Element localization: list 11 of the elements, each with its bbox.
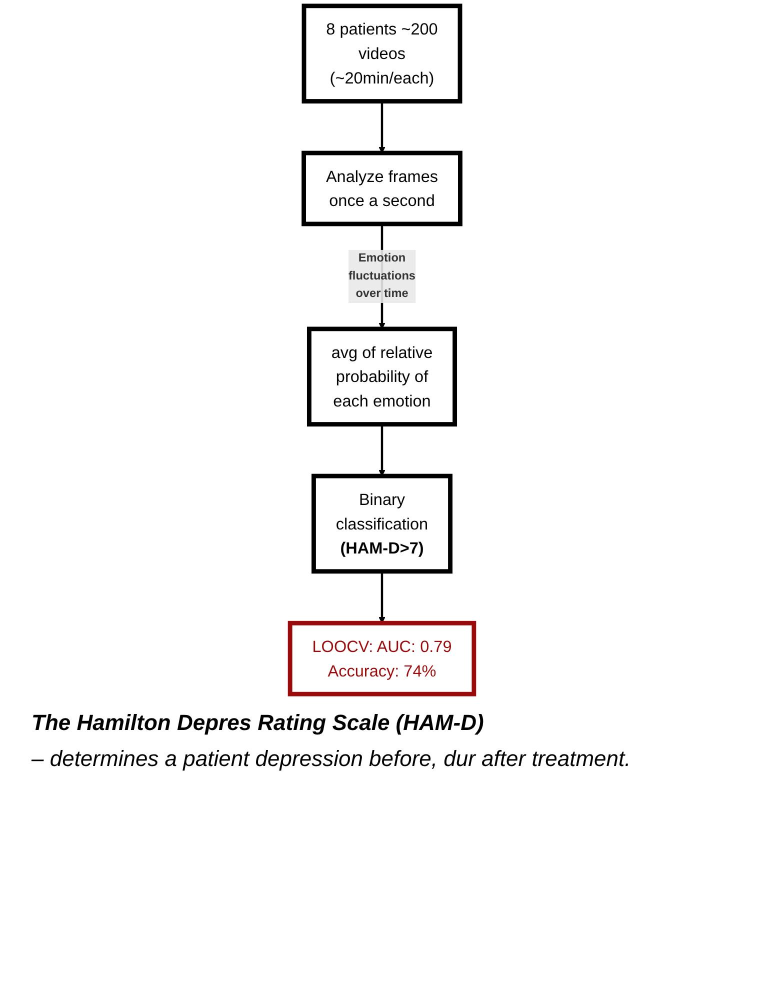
arrow	[378, 101, 385, 154]
process-box: 8 patients ~200 videos (~20min/each)	[301, 4, 462, 104]
note-text: – determines a patient depression before, dur after treatment.	[32, 746, 632, 772]
edge-label: Emotion fluctuations over time	[348, 250, 415, 304]
process-box: avg of relative probability of each emotion	[306, 326, 457, 426]
note-heading: The Hamilton Depres Rating Scale (HAM-D)	[32, 710, 485, 736]
arrow	[378, 571, 385, 624]
arrow	[378, 424, 385, 476]
process-box: Binary classification (HAM-D>7)	[311, 474, 452, 574]
process-box: LOOCV: AUC: 0.79 Accuracy: 74%	[287, 620, 476, 696]
process-box: Analyze frames once a second	[301, 150, 462, 226]
